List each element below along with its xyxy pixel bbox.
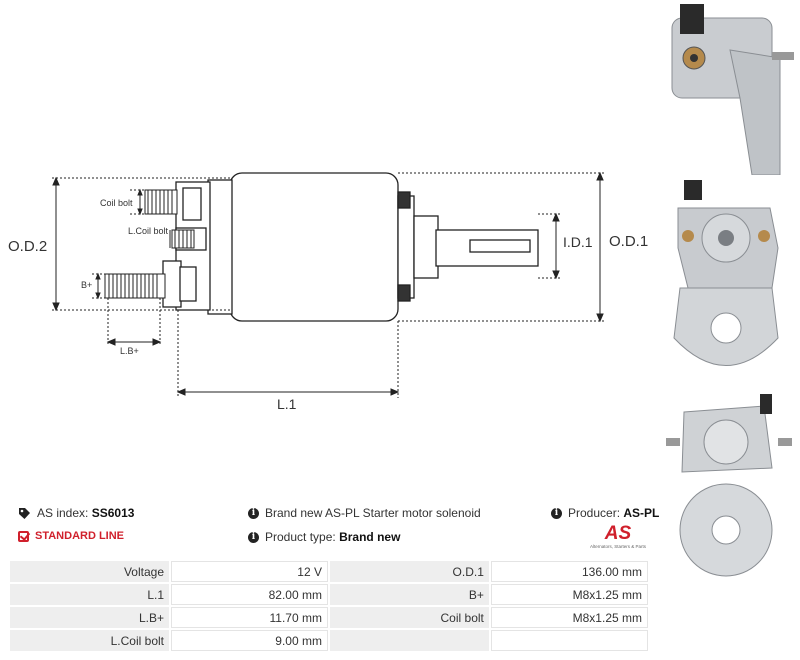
spec-value [490,630,648,651]
table-row: L.Coil bolt 9.00 mm [10,630,648,651]
stud-bottom [397,284,411,302]
product-photo-side [660,0,800,175]
spec-value: 136.00 mm [490,561,648,582]
b-plus-bolt [104,273,166,299]
logo-tagline: Alternators, Starters & Parts [589,544,647,549]
spec-label: O.D.1 [329,561,489,582]
tag-icon [19,507,30,519]
table-row: L.B+ 11.70 mm Coil bolt M8x1.25 mm [10,607,648,628]
od1-label: O.D.1 [609,233,648,250]
od2-label: O.D.2 [8,238,47,255]
spec-value: M8x1.25 mm [490,607,648,628]
spec-table: Voltage 12 V O.D.1 136.00 mm L.1 82.00 m… [8,559,650,653]
coil-bolt-label: Coil bolt [100,198,133,208]
lb-plus-label: L.B+ [120,346,139,356]
spec-value: 11.70 mm [171,607,328,628]
standard-line-label: STANDARD LINE [35,530,125,542]
spec-label: Voltage [10,561,169,582]
product-photo-front [660,178,800,383]
description-text: Brand new AS-PL Starter motor solenoid [265,506,481,520]
as-index-label: AS index: [37,506,89,520]
product-type: i Product type: Brand new [248,530,400,544]
coil-terminal [182,187,202,221]
table-row: L.1 82.00 mm B+ M8x1.25 mm [10,584,648,605]
as-index-value: SS6013 [91,506,135,520]
spec-label: Coil bolt [329,607,489,628]
spec-value: M8x1.25 mm [490,584,648,605]
product-description: i Brand new AS-PL Starter motor solenoid [248,506,481,520]
id1-label: I.D.1 [563,234,593,250]
table-row: Voltage 12 V O.D.1 136.00 mm [10,561,648,582]
spec-label: B+ [329,584,489,605]
solenoid-body [229,172,399,322]
b-terminal-washer [179,266,197,302]
solenoid-dimension-diagram: O.D.2 O.D.1 I.D.1 L.1 Coil bolt L.Coil b… [8,171,648,412]
coil-bolt [144,189,178,215]
logo-mark: AS [604,523,632,544]
plunger-slot [469,239,531,253]
rear-cap [207,179,233,315]
product-type-label: Product type: [265,530,336,544]
spec-label [329,630,489,651]
as-pl-logo: AS Alternators, Starters & Parts [586,523,650,553]
spec-value: 9.00 mm [171,630,328,651]
as-index: AS index: SS6013 [18,506,134,520]
info-icon: i [551,507,562,519]
stud-top [397,191,411,209]
plunger-base [413,215,439,279]
standard-line: STANDARD LINE [18,530,124,542]
check-square-icon [18,530,29,542]
producer-label: Producer: [568,506,621,520]
product-photo-rear [660,390,800,580]
l1-label: L.1 [277,396,297,412]
producer: i Producer: AS-PL [551,506,659,520]
info-icon: i [248,507,259,519]
spec-value: 12 V [171,561,328,582]
b-plus-label: B+ [81,280,92,290]
front-flange [397,195,415,299]
spec-label: L.Coil bolt [10,630,169,651]
spec-label: L.1 [10,584,169,605]
l-coil-bolt-thread [171,229,195,249]
spec-value: 82.00 mm [171,584,328,605]
l-coil-bolt-label: L.Coil bolt [128,226,169,236]
product-type-value: Brand new [339,530,401,544]
producer-value: AS-PL [623,506,660,520]
b-terminal-nut [162,260,182,308]
spec-label: L.B+ [10,607,169,628]
info-icon: i [248,531,259,543]
